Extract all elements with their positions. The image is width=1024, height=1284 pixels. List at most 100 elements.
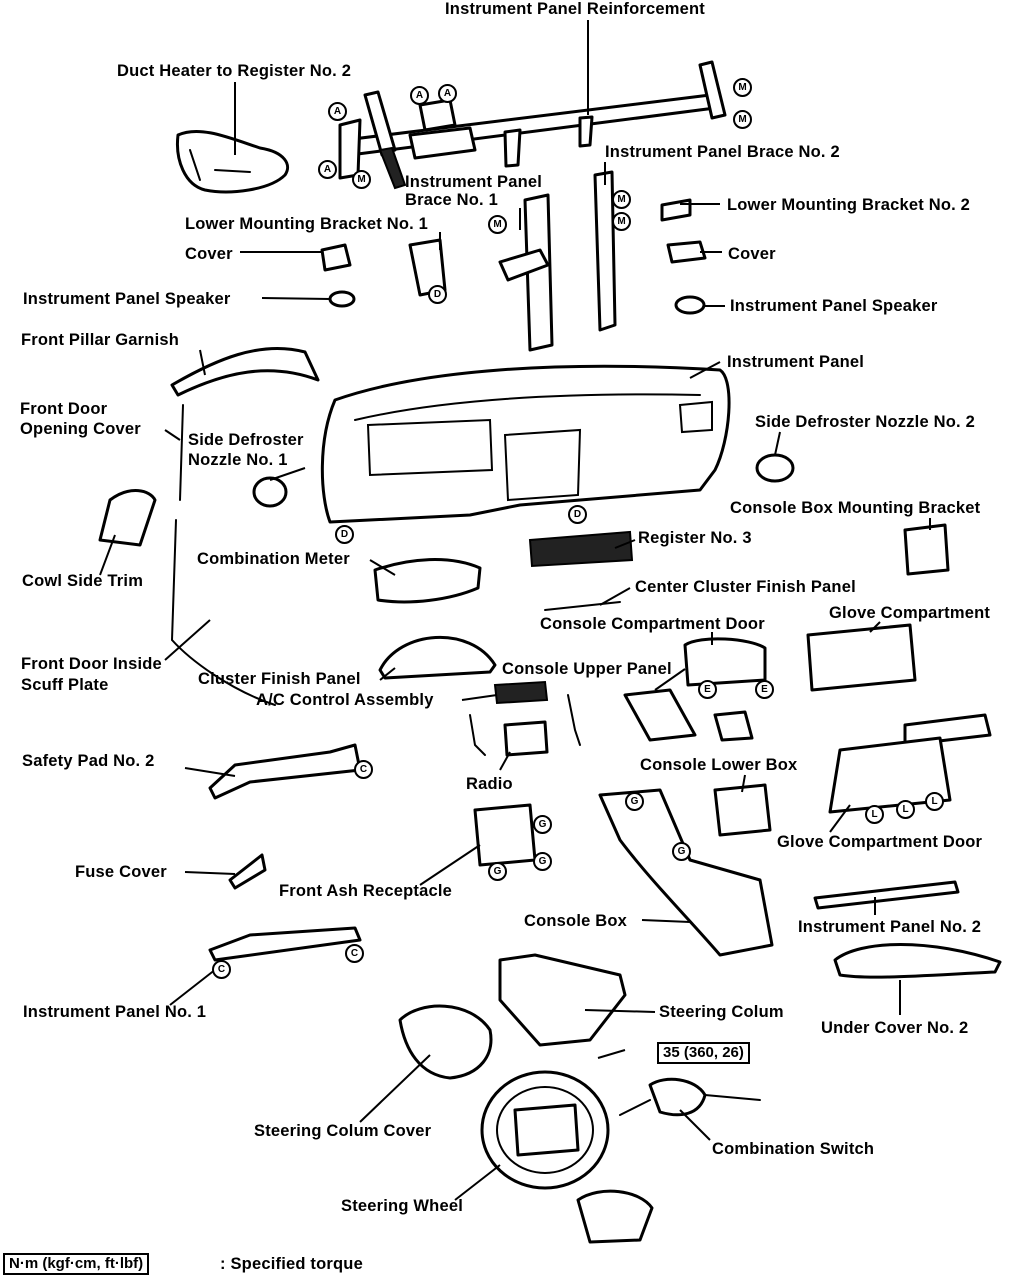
marker-a: A bbox=[410, 86, 429, 105]
label-console-upper: Console Upper Panel bbox=[502, 660, 672, 678]
label-center-cluster: Center Cluster Finish Panel bbox=[635, 578, 856, 596]
ac-control-part bbox=[493, 680, 549, 705]
label-steering-column-cover: Steering Colum Cover bbox=[254, 1122, 432, 1140]
marker-l: L bbox=[896, 800, 915, 819]
front-door-opening-part bbox=[170, 404, 276, 706]
marker-e: E bbox=[698, 680, 717, 699]
console-door-part bbox=[683, 637, 767, 687]
torque-spec-steering: 35 (360, 26) bbox=[657, 1042, 750, 1064]
marker-g: G bbox=[625, 792, 644, 811]
label-ip-brace1-line2: Brace No. 1 bbox=[405, 191, 498, 209]
label-front-door-scuff-line1: Front Door Inside bbox=[21, 655, 162, 673]
marker-l: L bbox=[865, 805, 884, 824]
label-glove-compartment: Glove Compartment bbox=[829, 604, 991, 622]
marker-e: E bbox=[755, 680, 774, 699]
fuse-cover-part bbox=[228, 853, 267, 890]
legend-specified-torque: : Specified torque bbox=[220, 1255, 363, 1273]
side-defroster2-part bbox=[755, 453, 795, 483]
airbag-pad-part bbox=[576, 1189, 654, 1244]
console-upper-cover-part bbox=[713, 710, 754, 742]
console-box-part bbox=[598, 788, 774, 957]
label-side-defroster2: Side Defroster Nozzle No. 2 bbox=[755, 413, 975, 431]
label-lower-bracket1: Lower Mounting Bracket No. 1 bbox=[185, 215, 429, 233]
marker-l: L bbox=[925, 792, 944, 811]
label-ip-reinforcement: Instrument Panel Reinforcement bbox=[445, 0, 705, 18]
marker-m: M bbox=[733, 78, 752, 97]
label-under-cover2: Under Cover No. 2 bbox=[821, 1019, 969, 1037]
glove-trim-part bbox=[903, 713, 992, 747]
marker-d: D bbox=[568, 505, 587, 524]
marker-d: D bbox=[428, 285, 447, 304]
label-cowl-side-trim: Cowl Side Trim bbox=[22, 572, 144, 590]
label-register3: Register No. 3 bbox=[638, 529, 752, 547]
label-steering-wheel: Steering Wheel bbox=[341, 1197, 463, 1215]
combination-switch-part bbox=[648, 1077, 707, 1117]
register3-part bbox=[528, 530, 634, 568]
leader-lines bbox=[99, 20, 931, 1201]
side-defroster1-part bbox=[252, 476, 288, 508]
label-cluster-finish: Cluster Finish Panel bbox=[198, 670, 361, 688]
label-front-pillar-garnish: Front Pillar Garnish bbox=[21, 331, 180, 349]
marker-m: M bbox=[612, 190, 631, 209]
ip-no2-part bbox=[813, 880, 960, 910]
speaker-right-part bbox=[674, 295, 706, 315]
ip-reinforcement-part bbox=[338, 60, 727, 190]
marker-m: M bbox=[612, 212, 631, 231]
label-side-defroster1-line2: Nozzle No. 1 bbox=[188, 451, 288, 469]
center-cluster-part bbox=[544, 601, 621, 611]
label-console-box: Console Box bbox=[524, 912, 628, 930]
cowl-side-trim-part bbox=[98, 489, 157, 547]
label-ip-brace2: Instrument Panel Brace No. 2 bbox=[605, 143, 840, 161]
label-ip-no2: Instrument Panel No. 2 bbox=[798, 918, 982, 936]
radio-bracket-left bbox=[469, 714, 486, 756]
label-ac-control: A/C Control Assembly bbox=[256, 691, 434, 709]
marker-g: G bbox=[488, 862, 507, 881]
glove-door-part bbox=[828, 736, 952, 814]
under-cover2-part bbox=[833, 943, 1002, 979]
glove-compartment-part bbox=[806, 623, 917, 692]
marker-a: A bbox=[328, 102, 347, 121]
steering-wheel-inner bbox=[496, 1086, 594, 1174]
marker-a: A bbox=[438, 84, 457, 103]
combination-switch-stalk-left bbox=[619, 1099, 651, 1116]
label-steering-column: Steering Colum bbox=[659, 1003, 784, 1021]
steering-column-part bbox=[498, 953, 627, 1047]
marker-d: D bbox=[335, 525, 354, 544]
label-front-door-opening-line1: Front Door bbox=[20, 400, 108, 418]
steering-cover-part bbox=[398, 1004, 493, 1080]
marker-m: M bbox=[488, 215, 507, 234]
label-glove-door: Glove Compartment Door bbox=[777, 833, 983, 851]
label-console-lower-box: Console Lower Box bbox=[640, 756, 798, 774]
label-combination-meter: Combination Meter bbox=[197, 550, 350, 568]
label-front-ash: Front Ash Receptacle bbox=[279, 882, 453, 900]
label-speaker-left: Instrument Panel Speaker bbox=[23, 290, 231, 308]
label-fuse-cover: Fuse Cover bbox=[75, 863, 167, 881]
label-ip-no1: Instrument Panel No. 1 bbox=[23, 1003, 207, 1021]
label-lower-bracket2: Lower Mounting Bracket No. 2 bbox=[727, 196, 971, 214]
steering-wheel-hub bbox=[513, 1103, 580, 1157]
marker-a: A bbox=[318, 160, 337, 179]
ip-brace2-part bbox=[593, 170, 617, 332]
duct-heater-part bbox=[175, 130, 290, 194]
label-radio: Radio bbox=[466, 775, 513, 793]
ip-no1-part bbox=[208, 926, 362, 962]
label-front-door-opening-line2: Opening Cover bbox=[20, 420, 141, 438]
marker-g: G bbox=[533, 815, 552, 834]
label-side-defroster1-line1: Side Defroster bbox=[188, 431, 304, 449]
radio-part bbox=[503, 720, 549, 757]
console-lower-box-part bbox=[713, 783, 772, 837]
console-bracket-part bbox=[903, 523, 950, 576]
marker-m: M bbox=[733, 110, 752, 129]
marker-c: C bbox=[212, 960, 231, 979]
console-upper-part bbox=[623, 688, 697, 742]
label-console-door: Console Compartment Door bbox=[540, 615, 765, 633]
front-pillar-garnish-part bbox=[170, 346, 320, 397]
label-cover-left: Cover bbox=[185, 245, 233, 263]
combination-switch-stalk-right bbox=[704, 1094, 761, 1101]
label-cover-right: Cover bbox=[728, 245, 776, 263]
combination-meter-part bbox=[373, 558, 482, 604]
cluster-finish-part bbox=[378, 635, 497, 680]
legend-unit-box: N·m (kgf·cm, ft·lbf) bbox=[3, 1253, 150, 1275]
